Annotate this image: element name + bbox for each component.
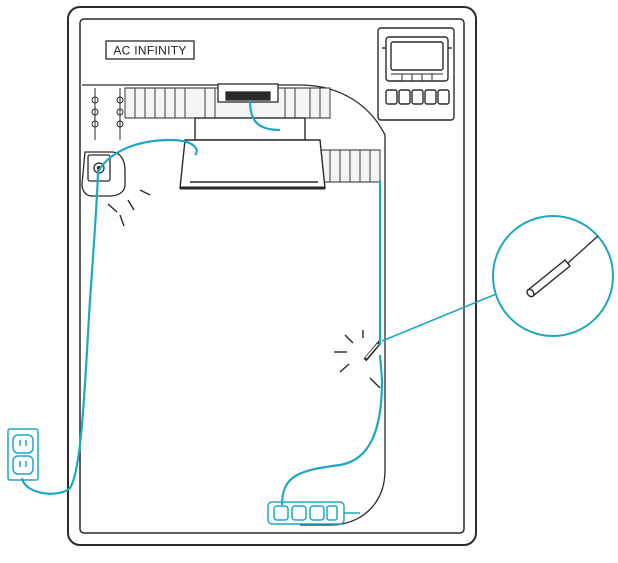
- duct-hose: [124, 87, 381, 183]
- sensor-probe-icon[interactable]: [334, 330, 382, 389]
- brand-label: AC INFINITY: [105, 40, 195, 60]
- cable-fan: [248, 99, 281, 132]
- cable-strip-to-sensor: [280, 354, 384, 506]
- magnifier-circle-icon: [381, 215, 614, 342]
- tent-ceiling: [82, 84, 386, 526]
- tent-frame: [67, 6, 477, 546]
- brand-text: AC INFINITY: [113, 44, 186, 58]
- controller-icon[interactable]: [377, 27, 455, 121]
- clip-fan-icon[interactable]: [81, 151, 126, 197]
- magnified-sensor-icon: [526, 259, 571, 298]
- inline-fan-icon[interactable]: [217, 83, 279, 103]
- wall-outlet-icon[interactable]: [7, 428, 39, 481]
- grow-light-icon[interactable]: [179, 117, 326, 190]
- cable-wall-to-strip: [20, 169, 100, 495]
- cable-clipfan: [97, 138, 198, 173]
- clip-fan-airflow: [107, 189, 151, 227]
- power-cables: [20, 99, 384, 506]
- power-strip-icon[interactable]: [267, 501, 360, 525]
